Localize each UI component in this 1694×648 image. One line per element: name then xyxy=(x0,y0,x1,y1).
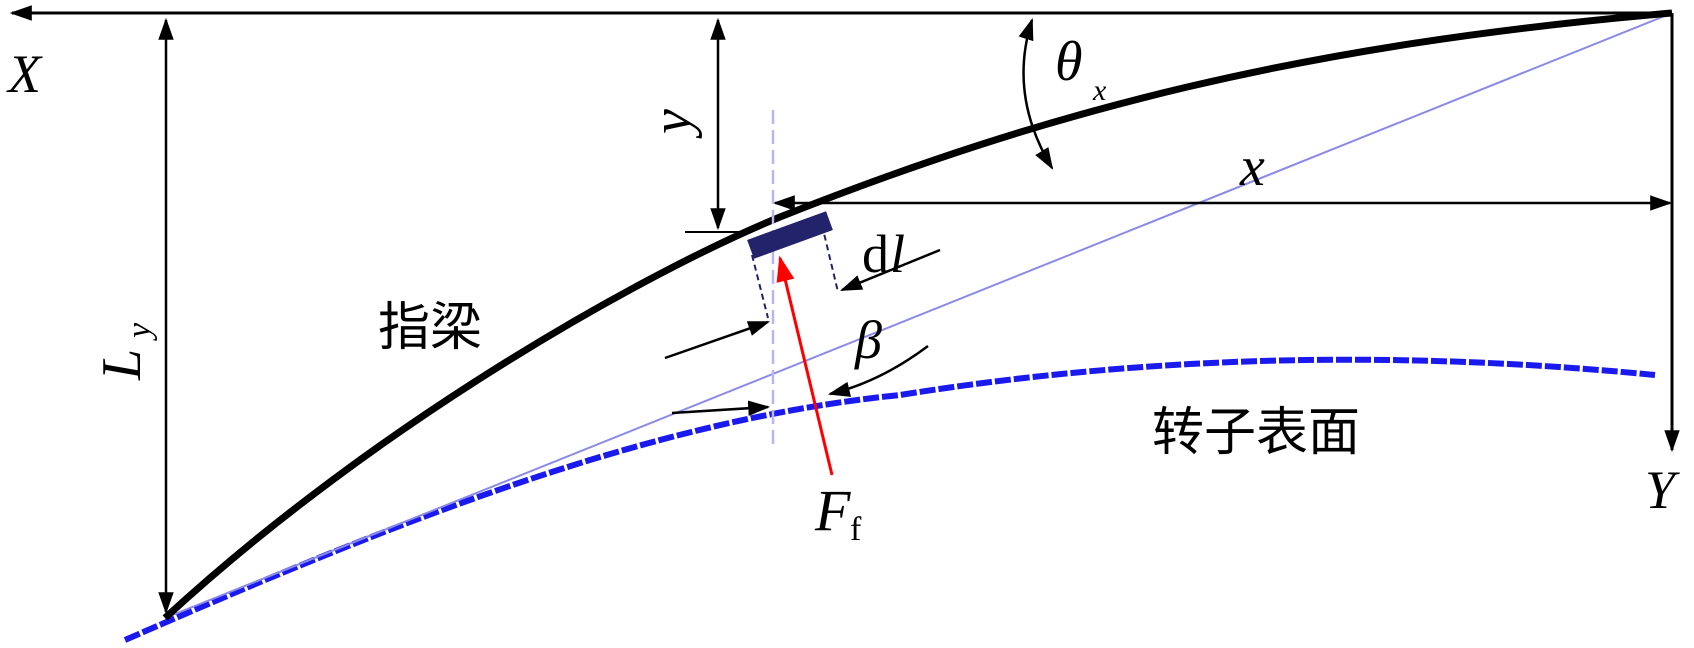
svg-text:F: F xyxy=(814,478,851,543)
svg-text:d: d xyxy=(862,224,889,284)
svg-text:l: l xyxy=(890,224,905,284)
dl-dimension-arrow xyxy=(839,248,941,292)
element-end-line-left xyxy=(751,254,769,319)
svg-text:x: x xyxy=(1092,74,1107,107)
element-end-line-right xyxy=(821,224,839,293)
rotor-surface-curve xyxy=(123,356,1656,643)
svg-text:y: y xyxy=(641,109,703,139)
beta-arrow-right xyxy=(827,344,929,397)
svg-text:f: f xyxy=(850,511,862,548)
theta-arc xyxy=(1018,17,1054,170)
rotor-surface-label: 转子表面 xyxy=(1152,403,1360,463)
friction-force-arrow xyxy=(776,255,834,476)
finger-beam-curve xyxy=(162,9,1673,621)
y-axis-label: Y xyxy=(1645,460,1680,520)
y-dim-label: y xyxy=(641,109,703,139)
x-dim-label: x xyxy=(1239,136,1265,198)
dl-label: d l xyxy=(862,224,905,284)
ly-label: L y xyxy=(91,322,158,381)
svg-text:L: L xyxy=(91,349,153,381)
beta-arrow-left xyxy=(671,400,771,416)
x-axis-label: X xyxy=(6,44,43,104)
chord-line xyxy=(164,12,1673,619)
finger-beam-label: 指梁 xyxy=(378,298,482,358)
dl-dimension-arrow-left xyxy=(664,320,771,360)
beta-label: β xyxy=(854,310,882,370)
svg-text:y: y xyxy=(121,322,158,341)
ff-label: F f xyxy=(814,478,862,548)
theta-label: θ x xyxy=(1055,31,1107,107)
beam-element xyxy=(747,211,833,259)
svg-text:θ: θ xyxy=(1055,31,1083,93)
